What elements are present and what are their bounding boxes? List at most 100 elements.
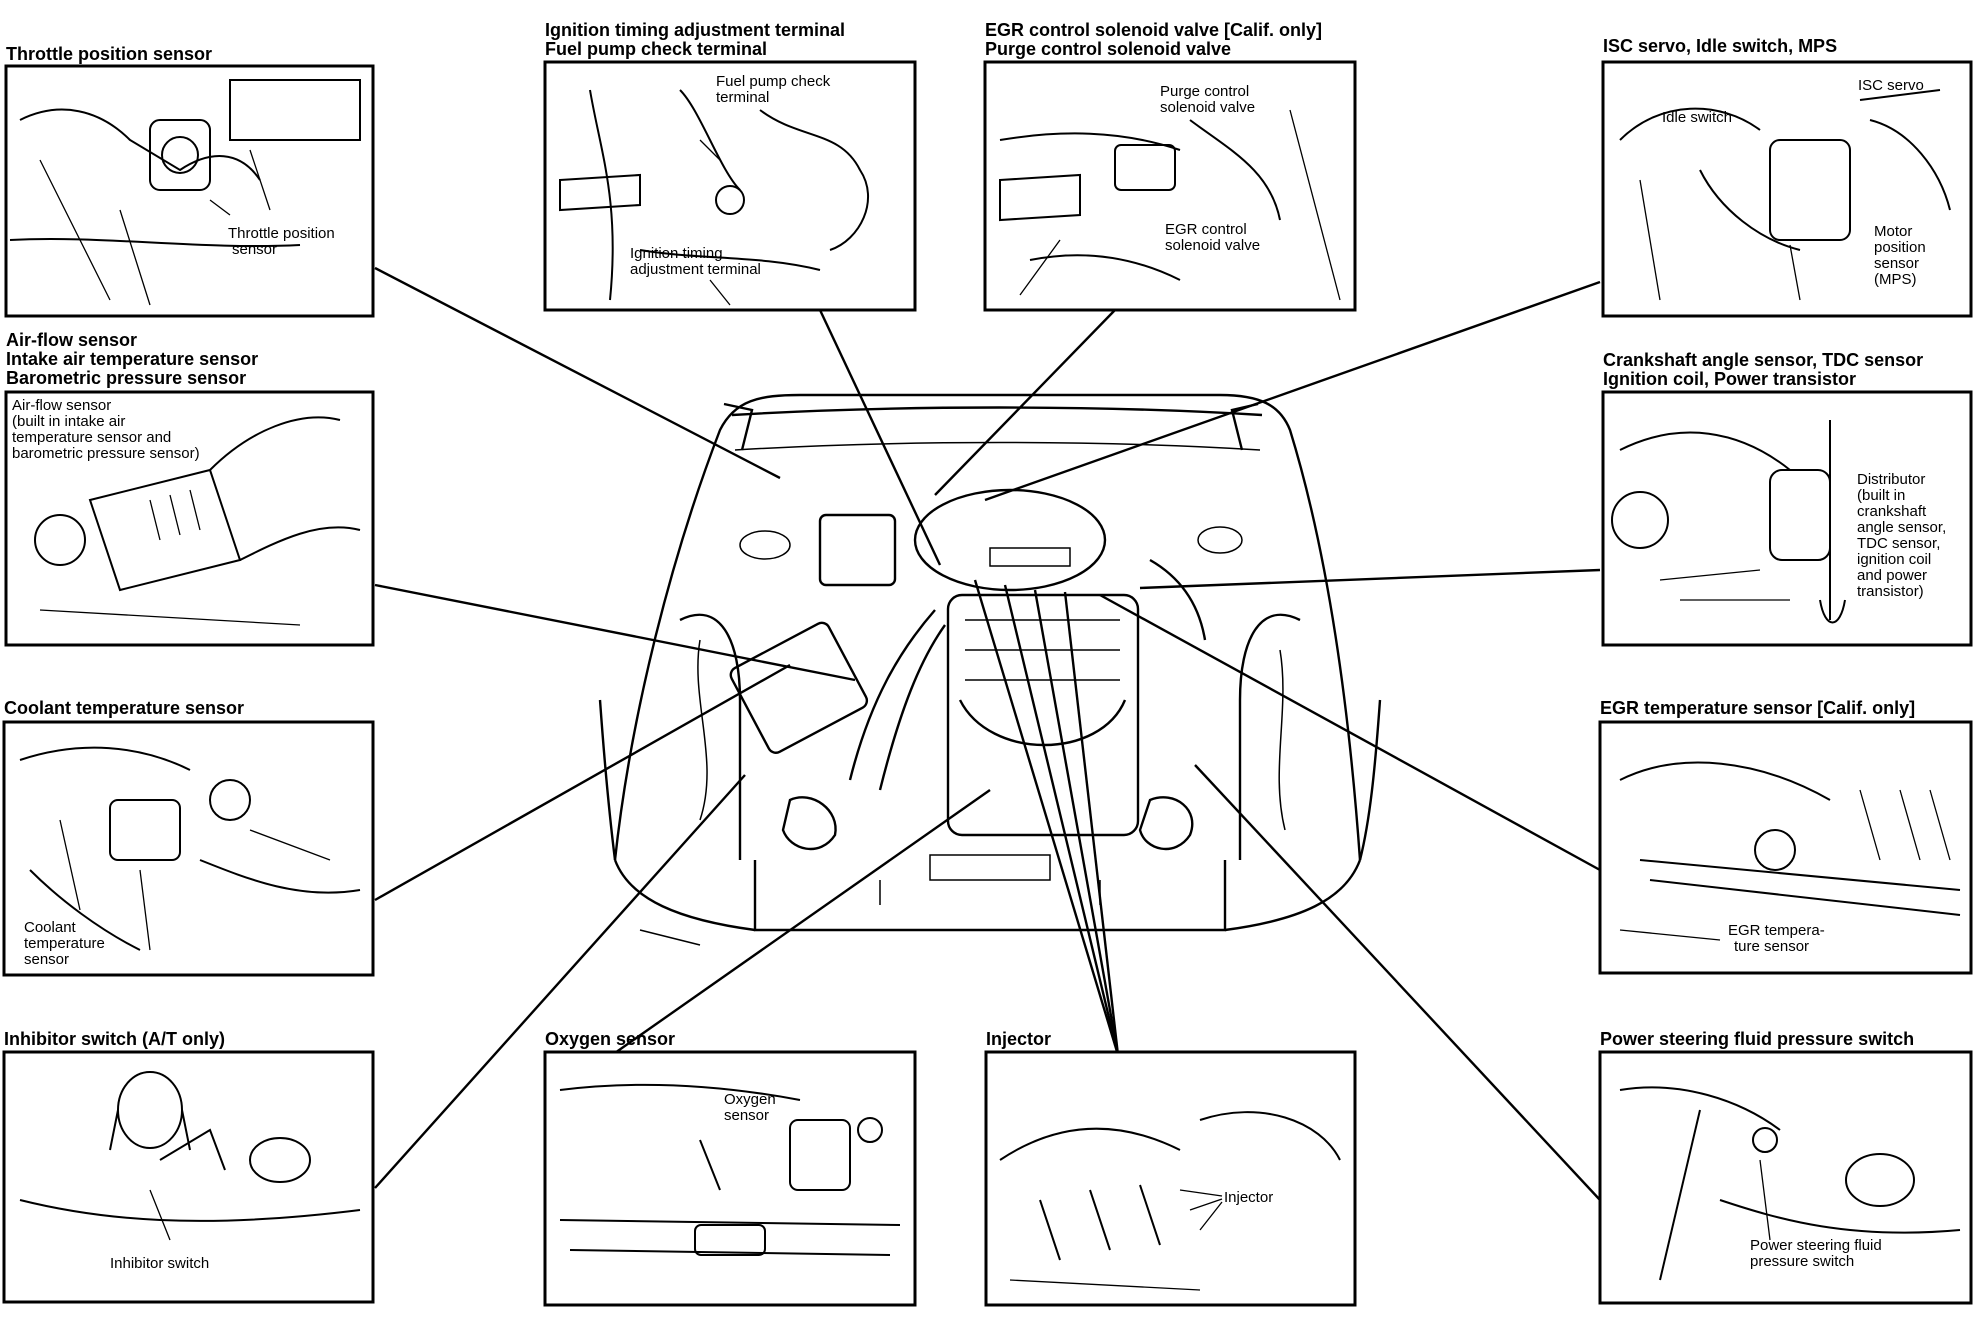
fuel-pump-callout: terminal bbox=[716, 89, 769, 106]
airflow-callout: (built in intake air bbox=[12, 413, 125, 430]
panel-title: Injector bbox=[986, 1029, 1051, 1049]
svg-text:Power steering fluid pressure: Power steering fluid pressure switch bbox=[1600, 1029, 1914, 1049]
mps-callout: position bbox=[1874, 239, 1926, 256]
leader-airflow bbox=[374, 583, 856, 682]
svg-text:Coolant temperature: Coolant temperature sensor bbox=[24, 919, 109, 968]
leader-coolant bbox=[374, 663, 791, 902]
panel-title: Power steering fluid pressure switch bbox=[1600, 1029, 1914, 1049]
panel-title: Fuel pump check terminal bbox=[545, 39, 767, 59]
oxygen-sketch bbox=[559, 1083, 901, 1256]
airflow-callout: Air-flow sensor bbox=[12, 397, 111, 414]
distributor-callout: TDC sensor, bbox=[1857, 535, 1940, 552]
svg-text:Idle switch: Idle switch bbox=[1662, 109, 1732, 126]
panel-title: EGR control solenoid valve [Calif. only] bbox=[985, 20, 1322, 40]
panel-title: Ignition coil, Power transistor bbox=[1603, 369, 1856, 389]
svg-text:Throttle position sensor: Throttle position sensor bbox=[228, 225, 339, 258]
svg-text:Inhibitor switch: Inhibitor switch bbox=[110, 1255, 209, 1272]
leader-ignition bbox=[818, 309, 942, 566]
svg-text:Air-flow sensor Intake a: Air-flow sensor Intake air temperature s… bbox=[6, 330, 263, 388]
airflow-callout: barometric pressure sensor) bbox=[12, 445, 200, 462]
svg-text:ISC servo, Idle switch, MPS: ISC servo, Idle switch, MPS bbox=[1603, 36, 1837, 56]
coolant-sketch bbox=[19, 746, 361, 951]
panel-inhibitor-switch: Inhibitor switch (A/T only) Inhibitor sw… bbox=[2, 1029, 375, 1304]
leader-egr-valve bbox=[934, 309, 1116, 496]
panel-frame bbox=[4, 390, 375, 647]
leader-egr-temp bbox=[1099, 593, 1601, 872]
svg-text:Coolant temperature sensor: Coolant temperature sensor bbox=[4, 698, 244, 718]
panel-title: Barometric pressure sensor bbox=[6, 368, 246, 388]
inhibitor-sketch bbox=[19, 1071, 361, 1241]
svg-text:Air-flow sensor (built i: Air-flow sensor (built in intake air tem… bbox=[12, 397, 200, 462]
oxygen-callout: sensor bbox=[724, 1107, 769, 1124]
panel-isc-servo-idle-switch-mps: ISC servo, Idle switch, MPS ISC servo Id… bbox=[1601, 36, 1973, 318]
ps-sketch bbox=[1619, 1086, 1961, 1281]
svg-text:Fuel pump check terminal: Fuel pump check terminal bbox=[716, 73, 834, 106]
panel-egr-temperature-sensor: EGR temperature sensor [Calif. only] EGR… bbox=[1598, 698, 1973, 975]
panel-egr-purge-solenoid: EGR control solenoid valve [Calif. only]… bbox=[983, 20, 1357, 312]
svg-text:Oxygen sensor: Oxygen sensor bbox=[724, 1091, 780, 1124]
svg-text:EGR temperature sensor [Calif.: EGR temperature sensor [Calif. only] bbox=[1600, 698, 1915, 718]
panel-title: Coolant temperature sensor bbox=[4, 698, 244, 718]
panel-title: Inhibitor switch (A/T only) bbox=[4, 1029, 225, 1049]
panel-title: EGR temperature sensor [Calif. only] bbox=[1600, 698, 1915, 718]
svg-text:Oxygen sensor: Oxygen sensor bbox=[545, 1029, 675, 1049]
svg-text:Purge control solenoid v: Purge control solenoid valve bbox=[1160, 83, 1255, 116]
panel-crankshaft-angle-sensor: Crankshaft angle sensor, TDC sensor Igni… bbox=[1601, 350, 1973, 647]
egr-temp-callout: ture sensor bbox=[1734, 938, 1809, 955]
panel-title: Ignition timing adjustment terminal bbox=[545, 20, 845, 40]
panel-frame bbox=[543, 1050, 917, 1307]
engine-bay-illustration bbox=[598, 393, 1382, 946]
panel-oxygen-sensor: Oxygen sensor Oxygen sensor bbox=[543, 1029, 917, 1307]
coolant-callout: Coolant bbox=[24, 919, 77, 936]
egr-valve-sketch bbox=[999, 109, 1341, 301]
leader-inhibitor bbox=[374, 774, 746, 1189]
fuel-pump-callout: Fuel pump check bbox=[716, 73, 831, 90]
airflow-sketch bbox=[34, 416, 361, 626]
purge-callout: Purge control bbox=[1160, 83, 1249, 100]
injector-sketch bbox=[999, 1111, 1341, 1291]
svg-text:Ignition timing adjustme: Ignition timing adjustment terminal bbox=[630, 245, 761, 278]
panel-frame bbox=[984, 1050, 1357, 1307]
panel-frame bbox=[1598, 1050, 1973, 1305]
panel-frame bbox=[2, 720, 375, 977]
isc-sketch bbox=[1619, 89, 1951, 301]
mps-callout: (MPS) bbox=[1874, 271, 1917, 288]
airflow-callout: temperature sensor and bbox=[12, 429, 171, 446]
svg-text:Injector: Injector bbox=[1224, 1189, 1273, 1206]
svg-text:Injector: Injector bbox=[986, 1029, 1051, 1049]
distributor-callout: transistor) bbox=[1857, 583, 1924, 600]
leader-injector-1 bbox=[973, 579, 1120, 1056]
panel-frame bbox=[2, 1050, 375, 1304]
svg-text:Crankshaft angle sensor, TDC s: Crankshaft angle sensor, TDC sensor Igni… bbox=[1603, 350, 1928, 389]
distributor-callout: (built in bbox=[1857, 487, 1905, 504]
egr-temp-sketch bbox=[1619, 761, 1961, 941]
throttle-callout: sensor bbox=[232, 241, 277, 258]
panel-title: Throttle position sensor bbox=[6, 44, 212, 64]
oxygen-callout: Oxygen bbox=[724, 1091, 776, 1108]
panel-frame bbox=[983, 60, 1357, 312]
leader-injector-2 bbox=[1003, 584, 1120, 1056]
panel-air-flow-sensor: Air-flow sensor Intake air temperature s… bbox=[4, 330, 375, 647]
injector-callout: Injector bbox=[1224, 1189, 1273, 1206]
svg-text:Motor position sen: Motor position sensor (MPS) bbox=[1874, 223, 1930, 288]
inhibitor-callout: Inhibitor switch bbox=[110, 1255, 209, 1272]
distributor-callout: Distributor bbox=[1857, 471, 1925, 488]
leader-ps bbox=[1194, 764, 1601, 1201]
svg-text:EGR control solenoid val: EGR control solenoid valve bbox=[1165, 221, 1260, 254]
panel-power-steering-switch: Power steering fluid pressure switch Pow… bbox=[1598, 1029, 1973, 1305]
throttle-callout: Throttle position bbox=[228, 225, 335, 242]
ignition-sketch bbox=[559, 89, 870, 306]
egr-control-callout: solenoid valve bbox=[1165, 237, 1260, 254]
leader-injector-3 bbox=[1033, 589, 1120, 1056]
mps-callout: Motor bbox=[1874, 223, 1912, 240]
leader-isc bbox=[984, 280, 1601, 502]
mps-callout: sensor bbox=[1874, 255, 1919, 272]
leader-lines bbox=[374, 266, 1601, 1201]
panel-coolant-temperature-sensor: Coolant temperature sensor Coolant tempe… bbox=[2, 698, 375, 977]
panel-throttle-position-sensor: Throttle position sensor Throttle positi… bbox=[4, 44, 375, 318]
coolant-callout: sensor bbox=[24, 951, 69, 968]
panel-ignition-timing-fuel-pump: Ignition timing adjustment terminal Fuel… bbox=[543, 20, 917, 312]
svg-text:ISC servo: ISC servo bbox=[1858, 77, 1924, 94]
panel-title: Crankshaft angle sensor, TDC sensor bbox=[1603, 350, 1923, 370]
